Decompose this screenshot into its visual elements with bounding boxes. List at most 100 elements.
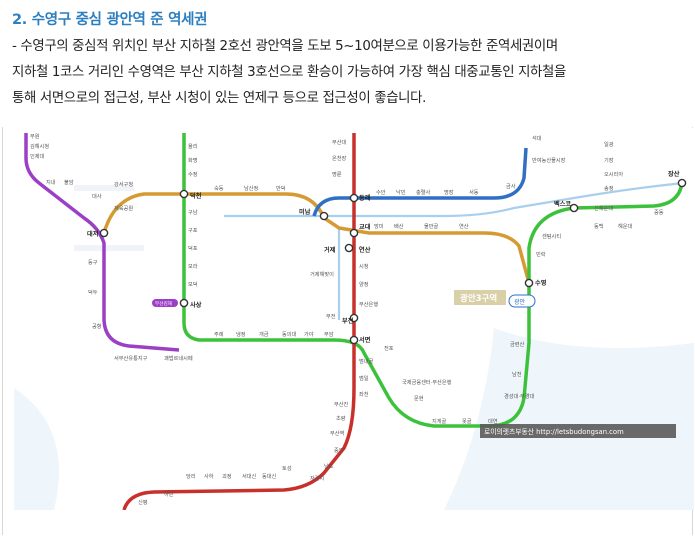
station-label: 가야 [304, 330, 314, 338]
station-label: 인제대 [30, 152, 45, 160]
station-label: 구남 [188, 208, 198, 216]
station-label: 범일 [359, 374, 369, 382]
station-label: 대연 [488, 417, 498, 425]
label-gyodae: 교대 [359, 223, 371, 231]
station-label: 등구 [88, 259, 98, 266]
station-label: 국제금융센터·부산은행 [402, 378, 452, 386]
station-label: 부산역 [330, 429, 345, 437]
station-label: 부산대 [332, 138, 347, 146]
station-label: 사하 [204, 472, 214, 480]
station-label: 낙민 [396, 188, 406, 196]
station-label: 서동 [469, 188, 479, 196]
station-label: 전포 [384, 345, 394, 352]
station-label: 덕두 [88, 289, 98, 296]
station-label: 명륜 [332, 171, 342, 178]
station-label: 경성대·부경대 [504, 392, 535, 400]
label-dongnae: 동래 [359, 194, 371, 202]
subway-map: 덕천 미남 동래 교대 거제 연산 부전 서면 사상 대저 수영 벡스코 장산 … [14, 128, 694, 510]
station-label: 대사 [92, 192, 102, 200]
station-label: 부암 [324, 330, 334, 338]
label-sasang: 사상 [190, 301, 202, 309]
station-label: 모라 [188, 262, 198, 270]
station-label: 시청 [359, 263, 369, 270]
station-label: 덕포 [188, 245, 198, 252]
station-label: 주례 [214, 330, 224, 338]
station-label: 남포 [324, 462, 334, 470]
station-label: 해운대 [618, 222, 633, 230]
station-label: 남산정 [244, 184, 259, 192]
station-label: 송정 [604, 184, 614, 192]
label-minam: 미남 [299, 208, 311, 216]
station-label: 부산진 [334, 400, 349, 408]
station-label: 부산은행 [359, 300, 378, 308]
station-label: 신평 [138, 498, 148, 506]
station-label: 하단 [164, 490, 174, 498]
station-label: 온천장 [332, 155, 347, 162]
gwangan-badge-bg [454, 290, 506, 305]
station-label: 거제해맞이 [310, 270, 334, 278]
station-label: 서대신 [242, 472, 257, 480]
station-label: 남천 [512, 370, 522, 378]
station-label: 물만골 [424, 222, 439, 230]
station-label: 화명 [188, 157, 198, 164]
label-suyeong: 수영 [535, 279, 547, 287]
station-label: 배산 [394, 222, 404, 230]
watermark-text: 로이의렛츠부동산 http://letsbudongsan.com [484, 427, 624, 436]
station-label: 민락 [536, 250, 546, 258]
station-label: 반여농산물시장 [532, 156, 566, 164]
station-label: 숙등 [214, 184, 224, 192]
station-label: 충렬사 [416, 188, 431, 196]
station-label: 개금 [259, 330, 269, 338]
station-label: 율리 [188, 142, 198, 150]
station-label: 센텀시티 [542, 232, 561, 240]
station-label: 강서구청 [114, 180, 133, 188]
station-label: 괴정 [222, 472, 232, 480]
station-label: 자갈치 [310, 474, 325, 482]
station-label: 지내 [46, 178, 56, 186]
station-label: 구포 [188, 227, 198, 234]
station-label: 김해시청 [30, 142, 49, 150]
label-geoje: 거제 [324, 246, 336, 254]
label-deokcheon: 덕천 [190, 192, 202, 200]
station-label: 양정 [359, 280, 369, 288]
station-label: 공항 [92, 322, 102, 330]
paragraph-line-2: 지하철 1코스 거리인 수영역은 부산 지하철 3호선으로 환승이 가능하여 가… [12, 65, 566, 80]
label-seomyeon: 서면 [359, 336, 371, 344]
station-label: 토성 [282, 464, 292, 472]
station-label: 석대 [532, 134, 542, 142]
station-label: 초량 [336, 415, 346, 422]
label-yeonsan: 연산 [359, 246, 371, 254]
station-label: 당리 [186, 472, 196, 480]
station-label: 못골 [462, 418, 472, 425]
label-daejeo: 대저 [87, 230, 99, 238]
station-label: 금사 [506, 182, 516, 190]
description-paragraph: - 수영구의 중심적 위치인 부산 지하철 2호선 광안역을 도보 5~10여분… [12, 34, 687, 112]
station-label: 서부산유통지구 [114, 354, 148, 362]
station-label: 괘법르네시떼 [164, 354, 193, 362]
station-label: 동의대 [282, 330, 297, 338]
station-label: 동백 [594, 222, 604, 230]
label-jangsan: 장산 [668, 170, 680, 178]
gwangan-3-zone-label: 광안3구역 [460, 293, 497, 304]
station-label: 수안 [376, 189, 386, 196]
paragraph-line-3: 통해 서면으로의 접근성, 부산 시청이 있는 연제구 등으로 접근성이 좋습니… [12, 91, 427, 106]
station-label: 부전 [326, 313, 336, 320]
label-busan-gimhae: 부산김해 [155, 300, 172, 307]
label-bujeon: 부전 [342, 317, 354, 325]
station-label: 모덕 [188, 281, 198, 288]
station-label: 중앙 [334, 446, 344, 454]
station-label: 체육공원 [114, 204, 133, 212]
station-label: 금련산 [510, 340, 525, 348]
station-label: 문현 [414, 394, 424, 402]
station-label: 일광 [604, 140, 614, 148]
section-heading: 2. 수영구 중심 광안역 준 역세권 [12, 12, 208, 28]
station-label: 연산 [459, 222, 469, 230]
station-label: 기장 [604, 156, 614, 164]
label-gwangan: 광안 [514, 298, 526, 306]
station-label: 명장 [444, 189, 454, 196]
station-label: 망미 [374, 222, 384, 230]
label-beksco: 벡스코 [554, 200, 571, 208]
station-label: 부원 [30, 132, 40, 140]
station-label: 냉정 [236, 330, 246, 338]
